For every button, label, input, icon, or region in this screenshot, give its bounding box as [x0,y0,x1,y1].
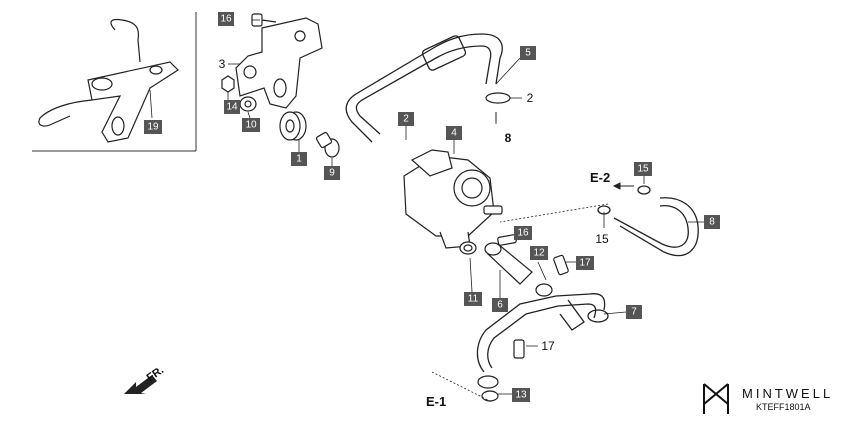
ref-e1: E-1 [426,394,446,409]
hose-part-8 [597,185,699,257]
callout-5-label: 5 [525,48,531,59]
callout-11: 11 [464,292,482,306]
callout-8: 8 [704,215,720,229]
part-code: KTEFF1801A [756,402,811,412]
clamp-part-12 [535,254,569,297]
callout-6-label: 6 [497,300,503,311]
bracket-part-3 [235,13,323,109]
pipe-part-6 [484,242,533,285]
callout-11-label: 11 [468,294,479,305]
callout-12: 12 [530,246,548,260]
callout-13: 13 [512,388,530,402]
callout-9: 9 [324,166,340,180]
grommet-and-collar [279,111,340,158]
callout-7: 7 [626,305,642,319]
callout-16b-label: 16 [517,228,529,239]
label-2: 2 [527,91,534,105]
callout-4: 4 [446,126,462,140]
label-3: 3 [219,57,226,71]
callout-14: 14 [224,100,240,114]
callout-12-label: 12 [533,248,545,259]
leader-lines [149,19,704,403]
callout-1: 1 [291,152,307,166]
callout-16a-label: 16 [220,14,232,25]
callout-19: 19 [144,120,162,134]
callout-16b: 16 [514,226,532,240]
bolt-and-gasket [477,339,525,402]
callout-9-label: 9 [329,168,335,179]
callout-14-label: 14 [226,102,238,113]
clip-part-2 [485,92,511,104]
callout-15: 15 [634,162,652,176]
callout-13-label: 13 [515,390,527,401]
callout-15-label: 15 [637,164,649,175]
mintwell-logo-icon [703,383,729,414]
callout-5: 5 [520,46,536,60]
inset-frame [32,12,197,152]
callout-10-label: 10 [245,120,257,131]
label-15: 15 [595,232,609,246]
front-arrow-icon [124,375,157,394]
callout-17: 17 [576,256,594,270]
inset-bracket-part [38,18,179,143]
callout-19-label: 19 [147,122,159,133]
callout-2: 2 [398,112,414,126]
callout-17-label: 17 [579,258,591,269]
brand-name: MINTWELL [742,386,833,401]
callout-7-label: 7 [631,307,637,318]
e2-arrow [612,182,634,190]
valve-part-4 [403,149,503,249]
hose-part-5 [345,33,503,143]
callout-8-label: 8 [709,217,715,228]
pipe-part-7 [476,293,609,373]
callout-16a: 16 [218,12,234,26]
callout-6: 6 [492,298,508,312]
callout-10: 10 [242,118,260,132]
callout-2-label: 2 [403,114,409,125]
label-17: 17 [541,339,555,353]
ref-e2: E-2 [590,170,610,185]
callout-4-label: 4 [451,128,457,139]
label-8: 8 [505,131,512,145]
callout-1-label: 1 [296,154,302,165]
